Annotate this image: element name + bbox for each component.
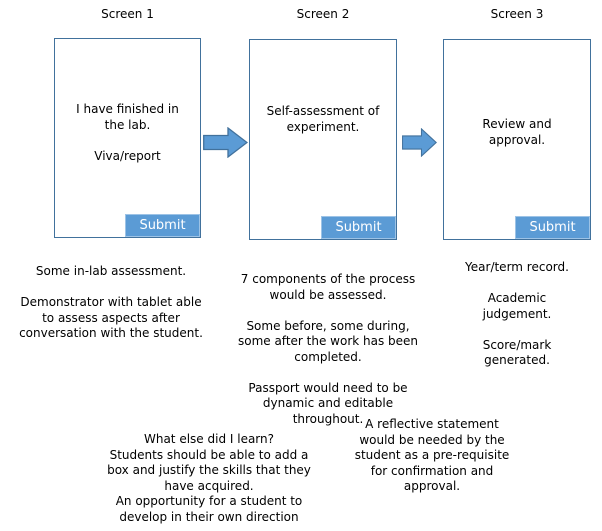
screen-1-panel: I have finished in the lab. Viva/report … <box>54 38 201 238</box>
screen-2-submit-button[interactable]: Submit <box>321 216 396 239</box>
note-text: Some in-lab assessment. <box>35 264 187 278</box>
note-text: Demonstrator with tablet able to assess … <box>19 295 203 340</box>
note-text: Year/term record. <box>465 260 569 274</box>
note-text: Score/mark generated. <box>482 337 552 368</box>
footnote-center: What else did I learn? Students should b… <box>107 432 311 524</box>
note-text: Passport would need to be dynamic and ed… <box>248 380 408 426</box>
screen-3-notes: Year/term record. Academic judgement. Sc… <box>452 260 582 369</box>
note-text: Academic judgement. <box>482 291 552 321</box>
screen-3-panel: Review and approval. Submit <box>443 39 591 240</box>
arrow-screen2-to-screen3-icon <box>402 128 437 157</box>
note-text: Some before, some during, some after the… <box>237 318 419 364</box>
screen-2-panel: Self-assessment of experiment. Submit <box>249 39 397 240</box>
screen-1-notes: Some in-lab assessment. Demonstrator wit… <box>11 264 211 342</box>
screen-3-submit-button[interactable]: Submit <box>515 216 590 239</box>
screen-2-body-text: Self-assessment of experiment. <box>266 104 380 134</box>
screen-1-title: Screen 1 <box>101 7 154 21</box>
screen-3-body-text: Review and approval. <box>482 117 552 147</box>
screen-2-notes: 7 components of the process would be ass… <box>228 272 428 427</box>
arrow-screen1-to-screen2-icon <box>203 127 248 158</box>
footnote-right: A reflective statement would be needed b… <box>354 417 510 493</box>
screen-1-body-text: I have finished in the lab. Viva/report <box>76 102 179 163</box>
screen-1-submit-button[interactable]: Submit <box>125 214 200 237</box>
screen-3-title: Screen 3 <box>490 7 544 21</box>
note-text: 7 components of the process would be ass… <box>240 272 416 302</box>
screen-2-title: Screen 2 <box>296 7 350 21</box>
